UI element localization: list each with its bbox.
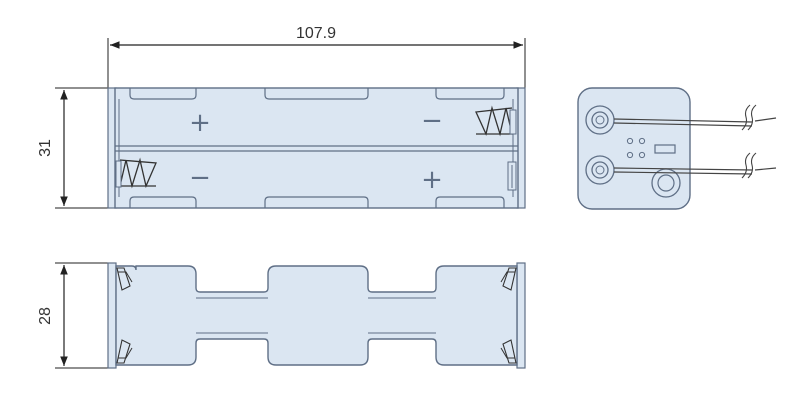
length-dimension: 107.9 [107, 25, 526, 90]
wire-lower [613, 167, 753, 171]
side-view-right-end [516, 262, 526, 369]
length-value: 107.9 [296, 25, 336, 42]
top-view: + − − + [107, 87, 526, 209]
plus-mark-upper: + [189, 108, 211, 138]
wire-upper [613, 118, 753, 123]
width-dimension: 31 [37, 87, 108, 209]
switch-slot [654, 144, 676, 154]
clip-lower-right [502, 339, 517, 364]
minus-mark-upper: − [421, 106, 443, 136]
side-view [107, 262, 526, 369]
side-view-silhouette [115, 265, 518, 366]
end-view [577, 87, 777, 210]
height-value: 28 [37, 307, 54, 325]
clip-upper-right [502, 267, 517, 291]
side-view-left-end [107, 262, 117, 369]
clip-lower-left [116, 339, 131, 364]
top-view-tray [114, 87, 519, 209]
height-dimension: 28 [37, 262, 108, 369]
clip-upper-left [116, 267, 131, 291]
plus-mark-lower: + [421, 165, 443, 195]
width-value: 31 [37, 139, 54, 157]
minus-mark-lower: − [189, 163, 211, 193]
